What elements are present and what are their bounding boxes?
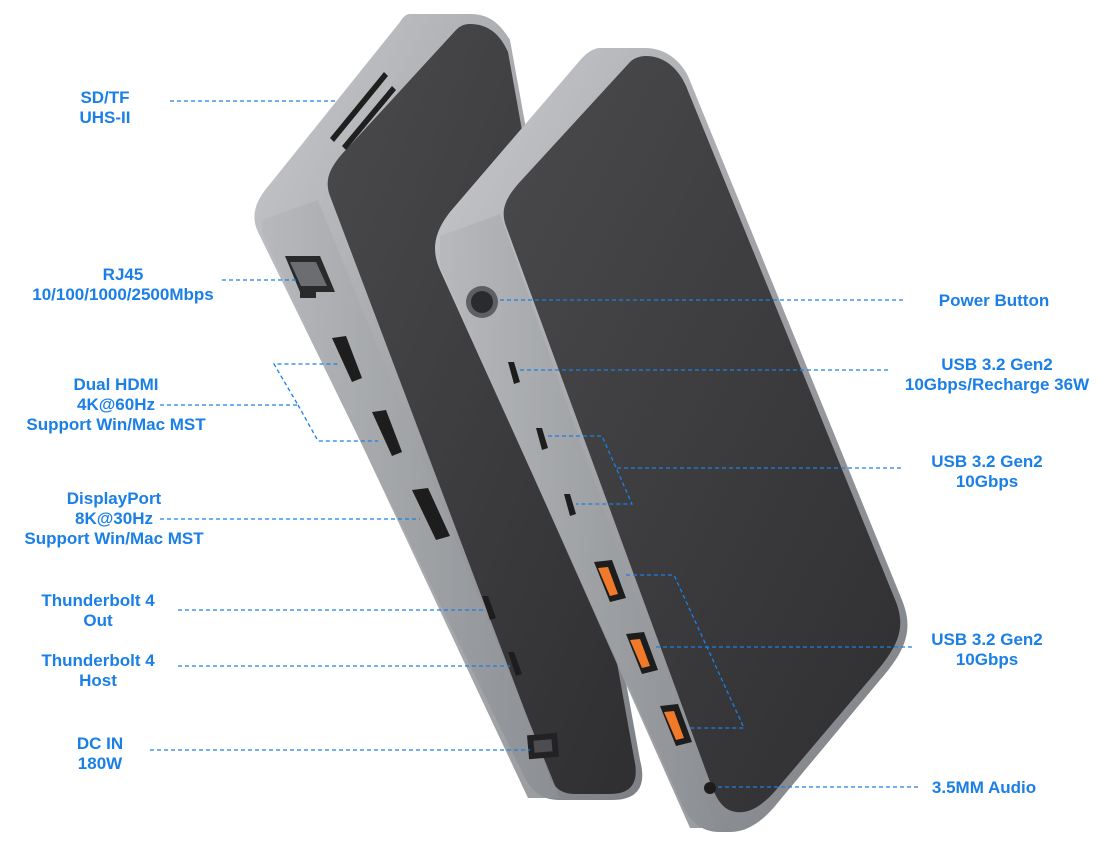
audio-jack: [704, 782, 716, 794]
label-dual-hdmi: Dual HDMI 4K@60Hz Support Win/Mac MST: [26, 375, 206, 434]
callout-lines: [150, 100, 918, 788]
label-rj45: RJ45 10/100/1000/2500Mbps: [32, 265, 214, 304]
usb-a-port-1: [594, 560, 626, 602]
usb-c-port-3: [564, 494, 576, 516]
label-thunderbolt-host: Thunderbolt 4 Host: [41, 651, 155, 690]
usb-c-port-1: [508, 362, 520, 384]
label-usb-c-data: USB 3.2 Gen2 10Gbps: [931, 452, 1043, 491]
dc-in-port: [527, 732, 559, 760]
usb-a-port-3: [660, 704, 692, 746]
callout-line-hdmi: [160, 363, 338, 406]
dock-rear-unit: [254, 14, 643, 800]
callout-line-usbc-data: [548, 435, 633, 505]
hdmi-port-1: [332, 336, 362, 382]
label-thunderbolt-out: Thunderbolt 4 Out: [41, 591, 155, 630]
thunderbolt-out-port: [482, 596, 496, 620]
displayport-port: [412, 488, 450, 540]
usb-c-port-2: [536, 428, 548, 450]
callout-line-usba: [626, 574, 746, 729]
dock-front-unit: [435, 48, 908, 832]
label-audio: 3.5MM Audio: [931, 778, 1037, 797]
hdmi-port-2: [372, 410, 402, 456]
power-button: [466, 286, 498, 318]
label-usb-a: USB 3.2 Gen2 10Gbps: [931, 630, 1043, 669]
sd-card-slot: [330, 72, 396, 150]
thunderbolt-host-port: [508, 652, 522, 676]
label-power-button: Power Button: [938, 291, 1050, 310]
usb-a-port-2: [626, 632, 658, 674]
label-sd-tf: SD/TF UHS-II: [79, 88, 131, 127]
label-dc-in: DC IN 180W: [76, 734, 124, 773]
label-usb-c-recharge: USB 3.2 Gen2 10Gbps/Recharge 36W: [904, 355, 1090, 394]
label-displayport: DisplayPort 8K@30Hz Support Win/Mac MST: [24, 489, 204, 548]
